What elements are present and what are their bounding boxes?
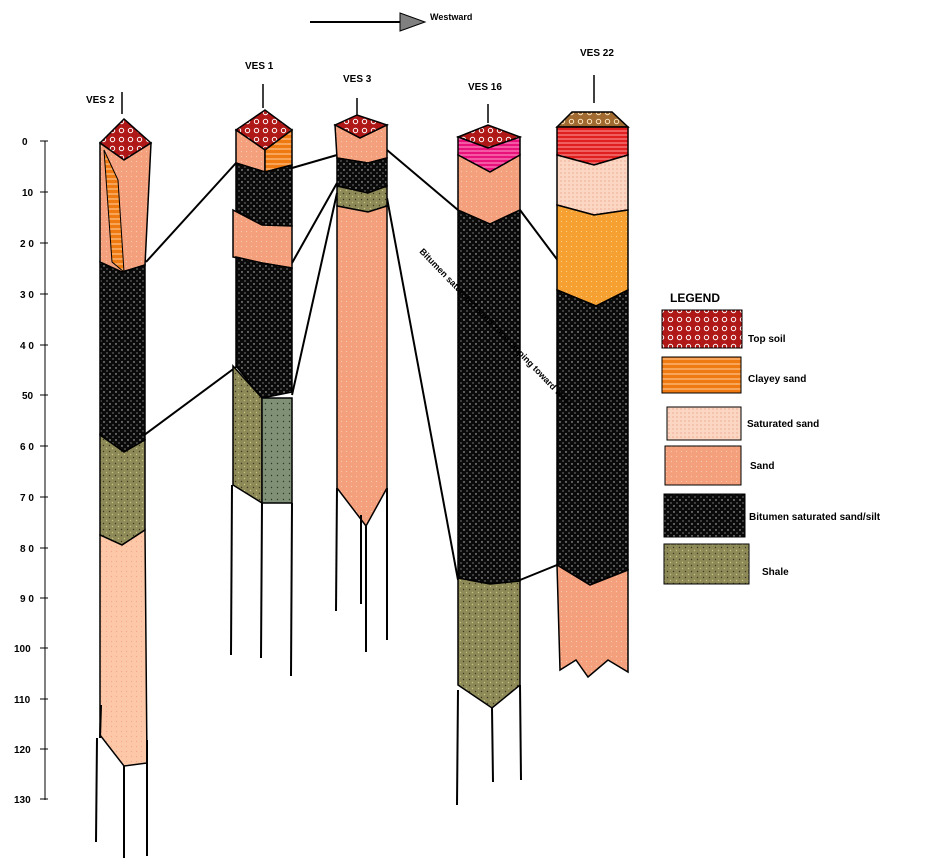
well-casing-line — [291, 503, 292, 676]
depth-tick-label: 2 0 — [20, 239, 34, 250]
arrow-head-icon — [400, 13, 425, 31]
well-ves2: VES 2 — [86, 92, 151, 858]
depth-tick-label: 7 0 — [20, 493, 34, 504]
well-ves3: VES 3 — [335, 74, 387, 652]
sand-layer-deep — [337, 206, 387, 526]
shale-swatch — [664, 544, 749, 584]
depth-axis: 0 10 2 0 3 0 4 0 50 6 0 7 0 8 0 9 0 100 … — [14, 137, 48, 806]
correlation-line — [292, 155, 337, 168]
well-ves1: VES 1 — [231, 61, 292, 676]
legend-item-label: Clayey sand — [748, 374, 806, 385]
saturated-sand-swatch — [667, 407, 741, 440]
well-casing-line — [231, 485, 232, 655]
well-casing-line — [100, 705, 101, 738]
top-soil-layer — [557, 112, 628, 127]
clayey-sand-swatch — [662, 357, 741, 393]
direction-label: Westward — [430, 12, 472, 22]
depth-tick-label: 50 — [22, 391, 34, 402]
depth-tick-label: 9 0 — [20, 594, 34, 605]
depth-tick-label: 4 0 — [20, 341, 34, 352]
depth-tick-label: 6 0 — [20, 442, 34, 453]
well-casing-line — [457, 690, 458, 805]
bitumen-layer-lower — [236, 257, 292, 398]
depth-tick-label: 110 — [14, 695, 31, 706]
well-casing-line — [492, 708, 493, 782]
shale-layer — [100, 435, 145, 545]
depth-tick-label: 10 — [22, 188, 34, 199]
well-casing-line — [261, 503, 262, 658]
correlation-line — [146, 163, 236, 262]
depth-tick-label: 120 — [14, 745, 31, 756]
correlation-line — [387, 150, 458, 210]
well-casing-line — [520, 685, 521, 780]
bitumen-layer — [557, 290, 628, 585]
legend: LEGEND Top soil Clayey sand Saturated sa… — [662, 291, 881, 584]
depth-tick-label: 8 0 — [20, 544, 34, 555]
well-label: VES 3 — [343, 74, 372, 85]
westward-arrow: Westward — [310, 12, 472, 31]
sand-swatch — [665, 446, 741, 485]
depth-tick-label: 0 — [22, 137, 28, 148]
well-label: VES 2 — [86, 95, 115, 106]
well-label: VES 1 — [245, 61, 274, 72]
bitumen-layer — [100, 262, 145, 452]
sand-layer-deep — [100, 530, 147, 766]
well-casing-line — [336, 488, 337, 611]
saturated-sand-layer — [557, 155, 628, 215]
top-soil-swatch — [662, 310, 742, 348]
orange-sand-layer — [557, 205, 628, 306]
shale-layer-blue — [262, 398, 292, 503]
legend-item-label: Shale — [762, 567, 789, 578]
bitumen-layer — [458, 210, 520, 584]
legend-item-label: Bitumen saturated sand/silt — [749, 512, 881, 523]
depth-tick-label: 130 — [14, 795, 31, 806]
legend-item-label: Top soil — [748, 334, 786, 345]
bitumen-swatch — [664, 494, 745, 537]
well-label: VES 22 — [580, 48, 614, 59]
legend-title: LEGEND — [670, 291, 720, 305]
shale-layer — [458, 578, 520, 708]
legend-item-label: Saturated sand — [747, 419, 819, 430]
correlation-line — [520, 565, 557, 580]
legend-item-label: Sand — [750, 461, 774, 472]
depth-tick-label: 100 — [14, 644, 31, 655]
depth-tick-label: 3 0 — [20, 290, 34, 301]
well-label: VES 16 — [468, 82, 502, 93]
well-ves16: VES 16 — [457, 82, 521, 805]
well-casing-line — [96, 738, 97, 842]
well-ves22: VES 22 — [557, 48, 628, 677]
